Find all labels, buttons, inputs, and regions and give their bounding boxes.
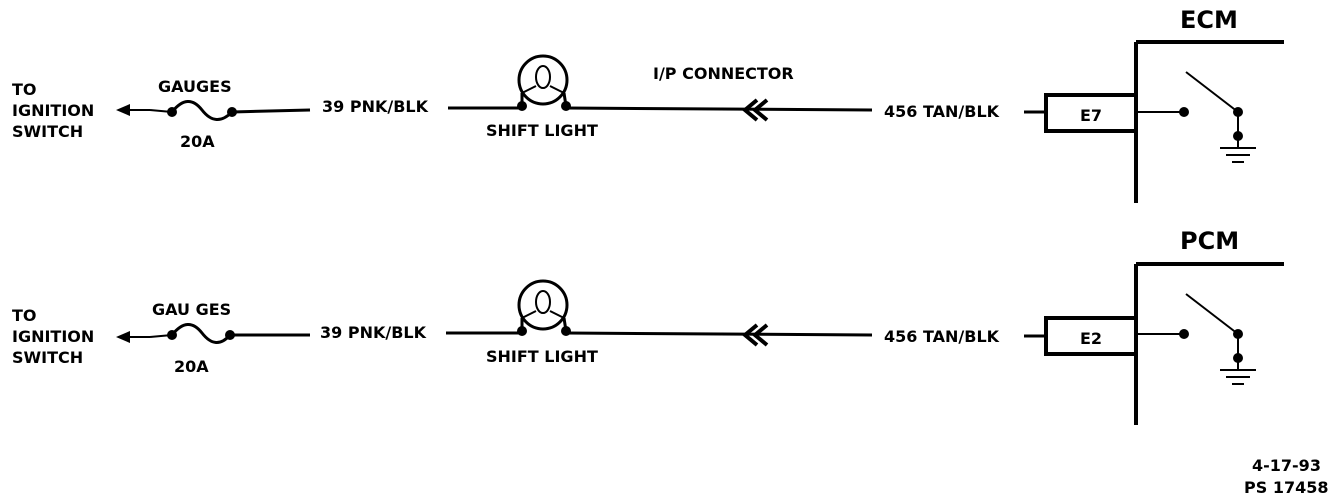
to-label-line3: SWITCH <box>12 348 83 367</box>
fuse-lead-left <box>149 334 173 338</box>
fuse-name: GAU GES <box>152 300 231 319</box>
arrow-left-icon <box>116 104 130 116</box>
to-label-line2: IGNITION <box>12 327 94 346</box>
wire-segment <box>565 106 873 112</box>
to-label-line3: SWITCH <box>12 122 83 141</box>
lamp-label: SHIFT LIGHT <box>486 121 598 140</box>
fuse-name: GAUGES <box>158 77 232 96</box>
fuse-icon <box>170 100 234 121</box>
connector-chevron-icon <box>741 98 769 122</box>
connector-chevron-icon <box>741 323 769 347</box>
arrow-left-icon <box>116 331 130 343</box>
lamp-label: SHIFT LIGHT <box>486 347 598 366</box>
wire-39-label: 39 PNK/BLK <box>320 323 427 342</box>
fuse-rating: 20A <box>180 132 215 151</box>
ecm-circuit: TO IGNITION SWITCH GAUGES 20A 39 PNK/BLK… <box>12 6 1284 203</box>
switch-contact <box>1179 329 1189 339</box>
lamp-terminal-left <box>517 326 527 336</box>
to-label-line2: IGNITION <box>12 101 94 120</box>
wire-segment <box>565 331 873 337</box>
module-title: ECM <box>1180 6 1238 34</box>
lamp-terminal-left <box>517 101 527 111</box>
lamp-icon <box>517 54 569 107</box>
connector-label: I/P CONNECTOR <box>653 64 794 83</box>
module-outline <box>1134 262 1284 425</box>
terminal-label: E7 <box>1080 106 1102 125</box>
fuse-lead-left <box>149 109 173 113</box>
lamp-icon <box>517 279 569 332</box>
terminal-box <box>1044 316 1138 356</box>
diagram-date: 4-17-93 <box>1252 456 1321 475</box>
terminal-label: E2 <box>1080 329 1102 348</box>
fuse-rating: 20A <box>174 357 209 376</box>
module-title: PCM <box>1180 227 1239 255</box>
module-outline <box>1134 40 1284 203</box>
ground-icon <box>1220 136 1256 163</box>
wire-456-label: 456 TAN/BLK <box>884 102 1000 121</box>
switch-icon <box>1185 293 1239 335</box>
switch-icon <box>1185 71 1239 113</box>
diagram-ref: PS 17458 <box>1244 478 1328 497</box>
wire-456-label: 456 TAN/BLK <box>884 327 1000 346</box>
to-label-line1: TO <box>12 80 37 99</box>
to-label-line1: TO <box>12 306 37 325</box>
wire-39-label: 39 PNK/BLK <box>322 97 429 116</box>
ground-icon <box>1220 358 1256 385</box>
switch-contact <box>1179 107 1189 117</box>
wire-segment <box>231 108 311 114</box>
fuse-icon <box>170 323 232 344</box>
pcm-circuit: TO IGNITION SWITCH GAU GES 20A 39 PNK/BL… <box>12 227 1284 425</box>
